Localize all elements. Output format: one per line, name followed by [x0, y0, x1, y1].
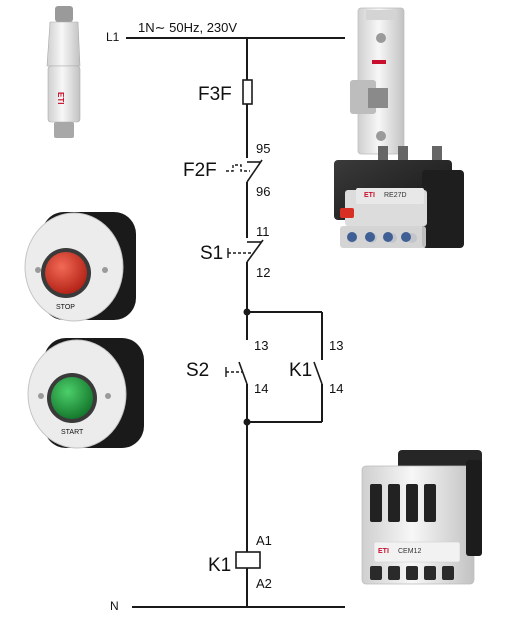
start-contact-blade [238, 361, 248, 385]
overload-terminal-bottom: 96 [256, 184, 271, 199]
fuse-symbol [242, 79, 253, 105]
stop-button-photo [24, 212, 136, 322]
overload-contact-blade [246, 159, 263, 183]
line-label: L1 [106, 30, 120, 44]
holding-terminal-top: 13 [329, 338, 344, 353]
overload-label: F2F [183, 160, 217, 181]
fuse-brand-mark: ETI [56, 92, 65, 104]
start-terminal-bottom: 14 [254, 381, 269, 396]
schematic [126, 37, 345, 608]
start-button-photo [27, 338, 144, 449]
neutral-label: N [110, 599, 119, 613]
supply-spec: 1N∼ 50Hz, 230V [138, 20, 238, 35]
overload-relay-photo [334, 146, 464, 248]
overload-thermal-link [226, 164, 250, 172]
contactor-model: CEM12 [398, 548, 422, 555]
holding-terminal-bottom: 14 [329, 381, 344, 396]
start-button-text: START [61, 429, 84, 436]
contactor-brand: ETI [378, 548, 389, 555]
stop-label: S1 [200, 243, 224, 264]
overload-terminal-top: 95 [256, 141, 271, 156]
holding-label: K1 [289, 360, 313, 381]
stop-contact-blade [246, 239, 264, 263]
junction-top [243, 308, 251, 316]
start-terminal-top: 13 [254, 338, 269, 353]
holding-contact-blade [313, 361, 323, 385]
mcb-photo [350, 7, 405, 155]
fuse-photo: ETI [46, 6, 81, 138]
fuse-label: F3F [198, 84, 232, 105]
coil-terminal-top: A1 [256, 533, 272, 548]
stop-terminal-top: 11 [256, 224, 270, 239]
stop-terminal-bottom: 12 [256, 265, 271, 280]
coil-symbol [235, 551, 261, 569]
contactor-photo [361, 450, 482, 585]
stop-button-text: STOP [56, 304, 75, 311]
relay-brand: ETI [364, 192, 375, 199]
start-label: S2 [186, 360, 210, 381]
coil-label: K1 [208, 555, 232, 576]
coil-terminal-bottom: A2 [256, 576, 272, 591]
relay-model: RE27D [384, 192, 407, 199]
